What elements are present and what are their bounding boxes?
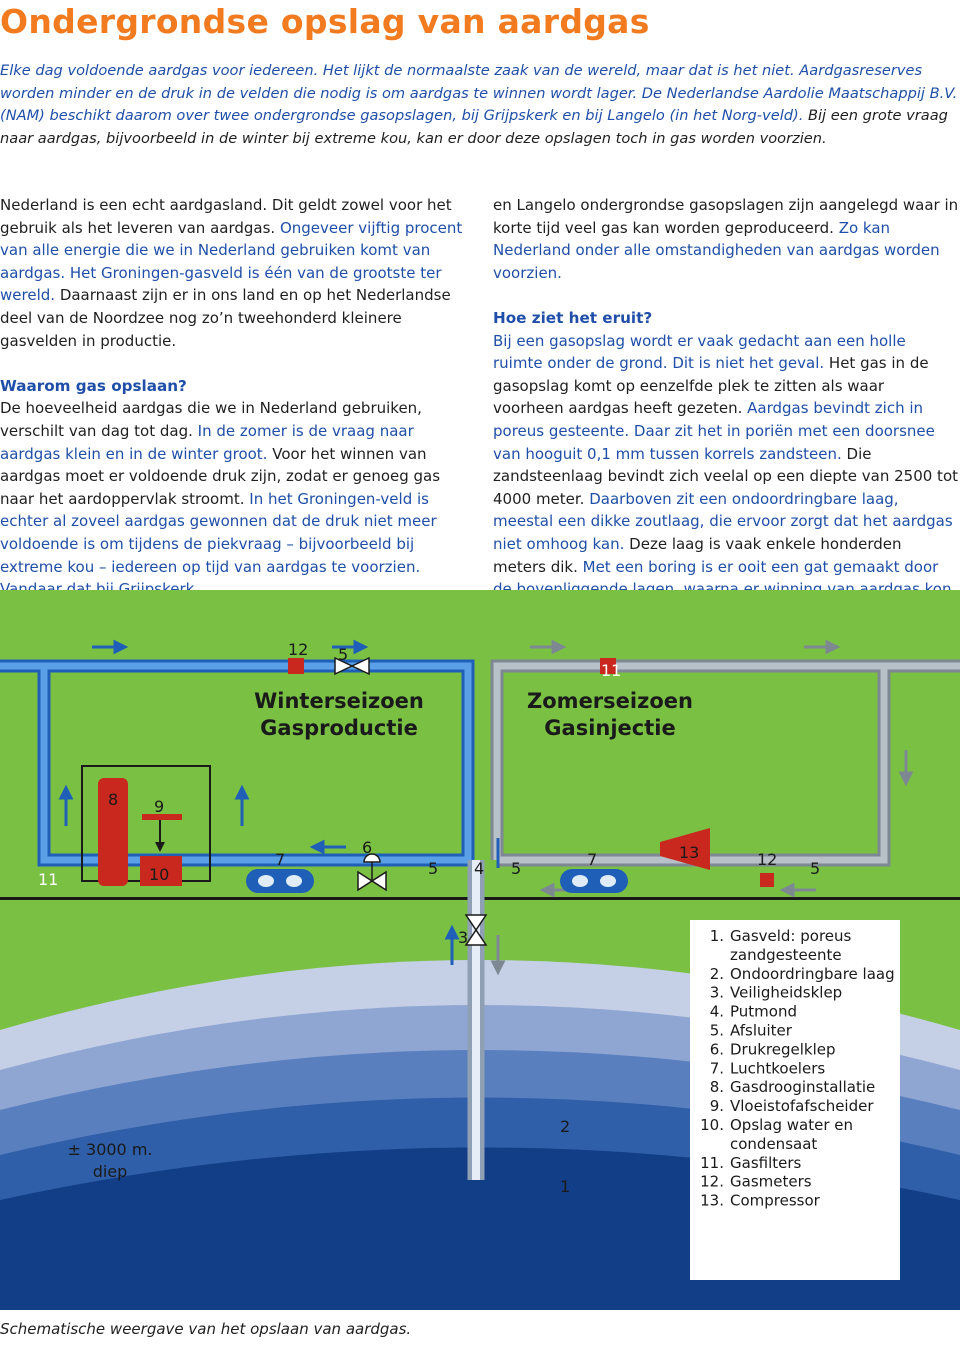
right-p2e: Daarboven zit een ondoordringbare laag, … [493,489,953,553]
label-9: 9 [154,797,164,816]
right-p2b: Het gas in de gasopslag komt op eenzelfd… [493,354,929,418]
right-p2c: Aardgas bevindt zich in poreus gesteente… [493,399,935,463]
label-12-left: 12 [288,640,308,659]
right-p1a: en Langelo ondergrondse gasopslagen zijn… [493,196,959,237]
flow-arrows [58,639,914,976]
label-7-left: 7 [275,850,285,869]
legend-label: Vloeistofafscheider [730,1097,874,1115]
label-2: 2 [560,1117,570,1136]
intro-text-2: Bij een grote vraag naar aardgas, bijvoo… [0,107,948,147]
left-paragraph-1: Nederland is een echt aardgasland. Dit g… [0,194,466,352]
legend-label: Gasmeters [730,1173,812,1191]
well-bore [467,860,485,1180]
left-paragraph-2: De hoeveelheid aardgas die we in Nederla… [0,397,466,600]
air-cooler-left [246,869,314,893]
pressure-regulator [357,870,374,892]
safety-valve [464,914,488,932]
figure-caption: Schematische weergave van het opslaan va… [0,1320,412,1338]
right-column: en Langelo ondergrondse gasopslagen zijn… [493,194,959,623]
right-p2a: Bij een gasopslag wordt er vaak gedacht … [493,331,906,373]
liquid-separator [142,814,182,820]
legend-number: 7. [710,1059,724,1077]
legend-number: 1. [710,927,724,945]
legend-label: Luchtkoelers [730,1059,825,1077]
gas-meter-right [760,873,774,887]
legend-number: 10. [700,1116,724,1134]
legend-label: condensaat [730,1135,817,1153]
legend-label: zandgesteente [730,946,842,964]
air-cooler-right [560,869,628,893]
legend-label: Putmond [730,1003,797,1021]
left-column: Nederland is een echt aardgasland. Dit g… [0,194,466,601]
label-5-top: 5 [338,645,348,664]
label-4: 4 [474,859,484,878]
left-p2c: Voor het winnen van aardgas moet er vold… [0,444,441,508]
left-p1b: Ongeveer vijftig procent van alle energi… [0,218,463,305]
pipes [0,659,960,1180]
legend-label: Ondoordringbare laag [730,965,895,983]
winter-title-1: Winterseizoen [254,689,424,713]
label-5-b: 5 [511,859,521,878]
legend-number: 2. [710,965,724,983]
right-p1b: Zo kan Nederland onder alle omstandighed… [493,218,940,282]
legend-label: Gasdrooginstallatie [730,1078,875,1096]
legend-number: 4. [710,1003,724,1021]
valve-top-winter [334,656,354,676]
compressor [660,828,710,870]
legend-label: Afsluiter [730,1022,793,1040]
label-10: 10 [149,865,169,884]
legend-label: Drukregelklep [730,1040,836,1058]
label-1: 1 [560,1177,570,1196]
right-paragraph-1: en Langelo ondergrondse gasopslagen zijn… [493,194,959,284]
summer-title-1: Zomerseizoen [527,689,693,713]
label-12-right: 12 [757,850,777,869]
right-paragraph-2: Bij een gasopslag wordt er vaak gedacht … [493,330,959,624]
equipment [98,656,774,946]
label-7-right: 7 [587,850,597,869]
legend-number: 11. [700,1154,724,1172]
right-p2d: Die zandsteenlaag bevindt zich veelal op… [493,444,958,508]
left-p2b: In de zomer is de vraag naar aardgas kle… [0,421,414,463]
label-8: 8 [108,790,118,809]
label-3: 3 [458,928,468,947]
legend-panel [690,920,900,1280]
summer-title-2: Gasinjectie [544,716,675,740]
legend-number: 8. [710,1078,724,1096]
legend-label: Gasfilters [730,1154,802,1172]
left-p1c: Daarnaast zijn er in ons land en op het … [0,286,451,350]
label-13: 13 [679,843,699,862]
legend-number: 3. [710,984,724,1002]
winter-title-2: Gasproductie [260,716,418,740]
intro-paragraph: Elke dag voldoende aardgas voor iedereen… [0,60,958,150]
legend-number: 12. [700,1173,724,1191]
depth-label-2: diep [93,1162,128,1181]
right-heading: Hoe ziet het eruit? [493,308,653,327]
intro-text-1: Elke dag voldoende aardgas voor iedereen… [0,62,958,125]
label-5-a: 5 [428,859,438,878]
label-11-top: 11 [601,661,621,680]
label-11-left: 11 [38,870,58,889]
water-storage [140,856,182,886]
page-title: Ondergrondse opslag van aardgas [0,2,650,41]
legend-number: 9. [710,1097,724,1115]
right-p2f: Deze laag is vaak enkele honderden meter… [493,534,902,576]
left-p1a: Nederland is een echt aardgasland. Dit g… [0,196,452,237]
gas-meter-winter [288,658,304,674]
left-heading: Waarom gas opslaan? [0,376,187,395]
gas-meter-summer [600,658,616,674]
gas-drying-unit [98,778,128,886]
legend-number: 6. [710,1040,724,1058]
legend-label: Veiligheidsklep [730,984,842,1002]
legend-label: Compressor [730,1192,821,1210]
legend-number: 5. [710,1022,724,1040]
legend-label: Opslag water en [730,1116,853,1134]
legend-number: 13. [700,1192,724,1210]
label-5-right: 5 [810,859,820,878]
left-p2a: De hoeveelheid aardgas die we in Nederla… [0,399,422,440]
legend-label: Gasveld: poreus [730,927,852,945]
label-6: 6 [362,838,372,857]
gas-storage-diagram: 12 5 11 8 9 10 11 7 6 5 4 5 7 13 12 5 3 … [0,590,960,1310]
depth-label-1: ± 3000 m. [68,1140,153,1159]
